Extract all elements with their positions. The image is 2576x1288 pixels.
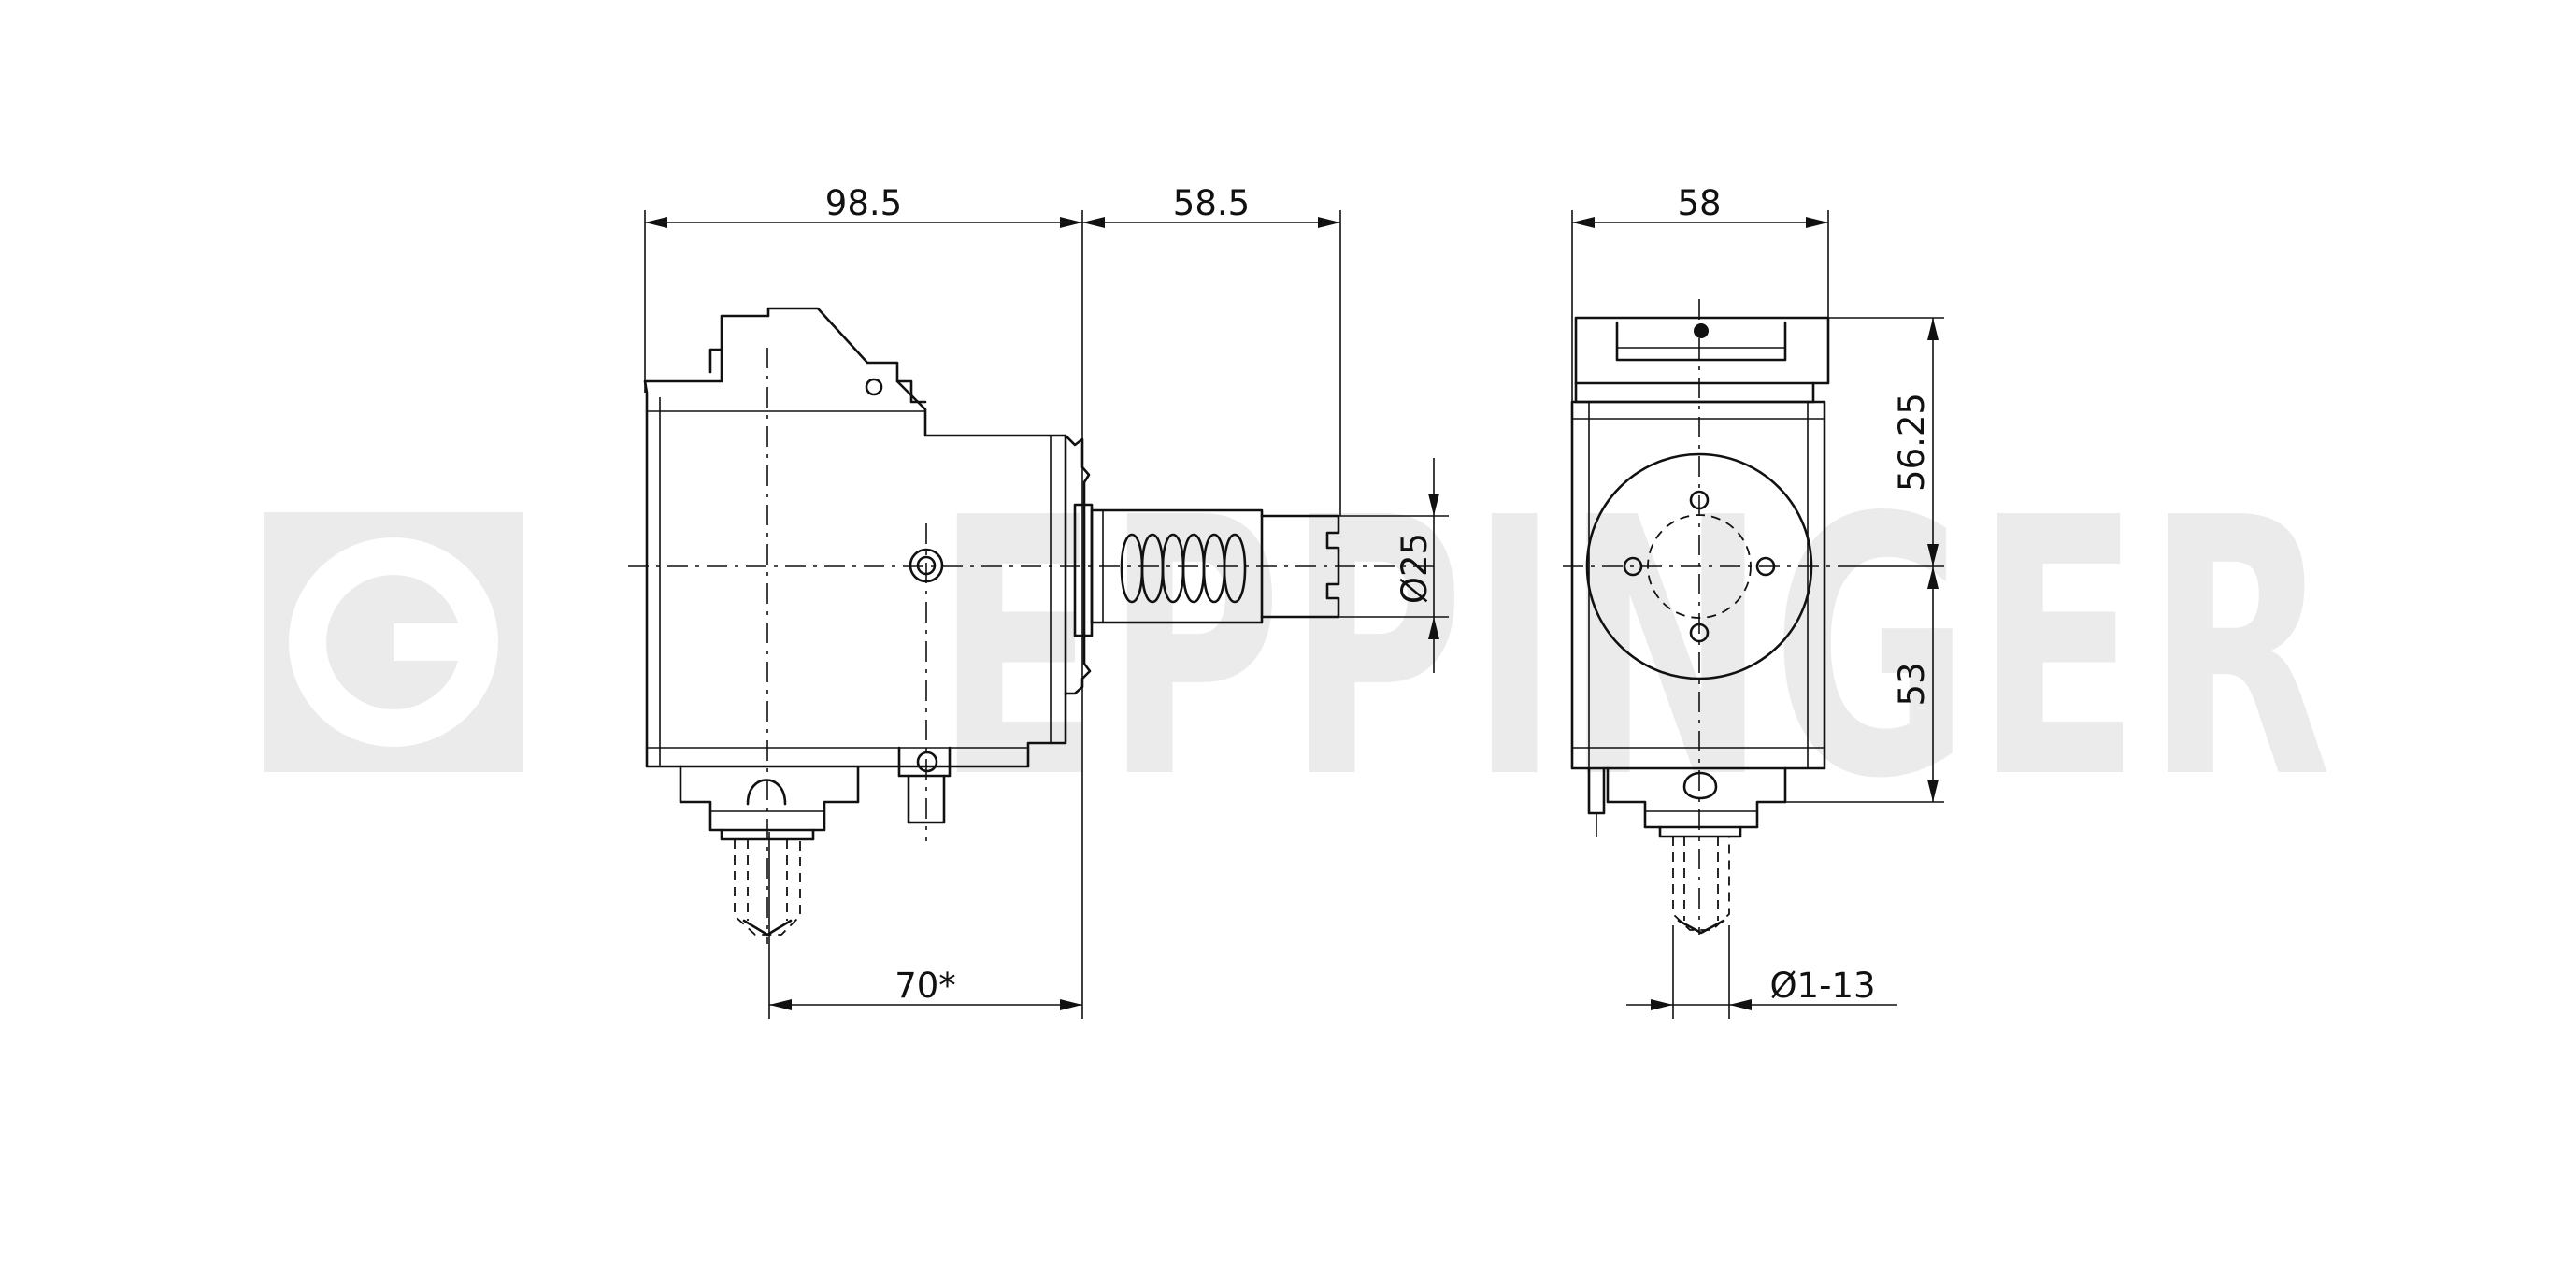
watermark-text: EPPINGER xyxy=(935,442,2337,856)
shank-serrations xyxy=(1120,533,1247,604)
front-body xyxy=(1570,400,1826,770)
watermark: EPPINGER xyxy=(264,442,2337,856)
dim-collet-range: Ø1-13 xyxy=(1769,966,1875,1006)
side-view xyxy=(628,307,1439,944)
side-spindle-nut xyxy=(679,765,860,832)
dim-upper-height: 56.25 xyxy=(1892,393,1932,492)
dim-right-width: 58 xyxy=(1677,183,1721,223)
front-view-dimensions: 58 56.25 53 Ø1-13 xyxy=(1571,183,1944,1019)
dim-left-width: 98.5 xyxy=(825,183,902,223)
dim-shank-diameter: Ø25 xyxy=(1395,533,1435,604)
side-view-dimensions: 98.5 58.5 Ø25 70* xyxy=(644,183,1449,1019)
shank-outline xyxy=(1090,508,1340,624)
dim-bottom-offset: 70* xyxy=(894,966,956,1006)
dim-lower-height: 53 xyxy=(1892,662,1932,706)
dim-shank-length: 58.5 xyxy=(1173,183,1250,223)
front-spindle-nut xyxy=(1606,766,1787,829)
